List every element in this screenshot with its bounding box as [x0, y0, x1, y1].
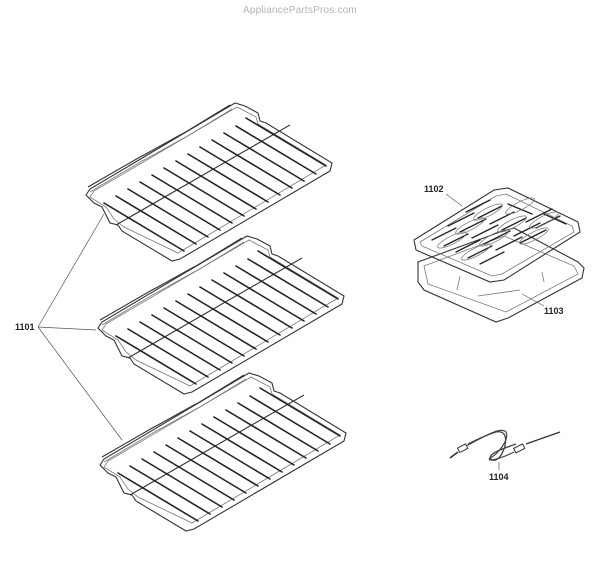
- oven-rack-middle: [97, 235, 345, 395]
- callout-1102: 1102: [424, 184, 444, 194]
- watermark: AppliancePartsPros.com: [243, 5, 357, 16]
- oven-rack-bottom: [99, 372, 347, 532]
- broiler-grid: [413, 187, 581, 283]
- oven-rack-top: [85, 102, 333, 262]
- leader-lines-pan: [445, 193, 545, 307]
- callout-1101: 1101: [15, 322, 35, 332]
- leader-lines-1101: [37, 213, 123, 441]
- meat-probe: [449, 429, 561, 461]
- callout-1104: 1104: [489, 472, 509, 482]
- callout-1103: 1103: [544, 306, 564, 316]
